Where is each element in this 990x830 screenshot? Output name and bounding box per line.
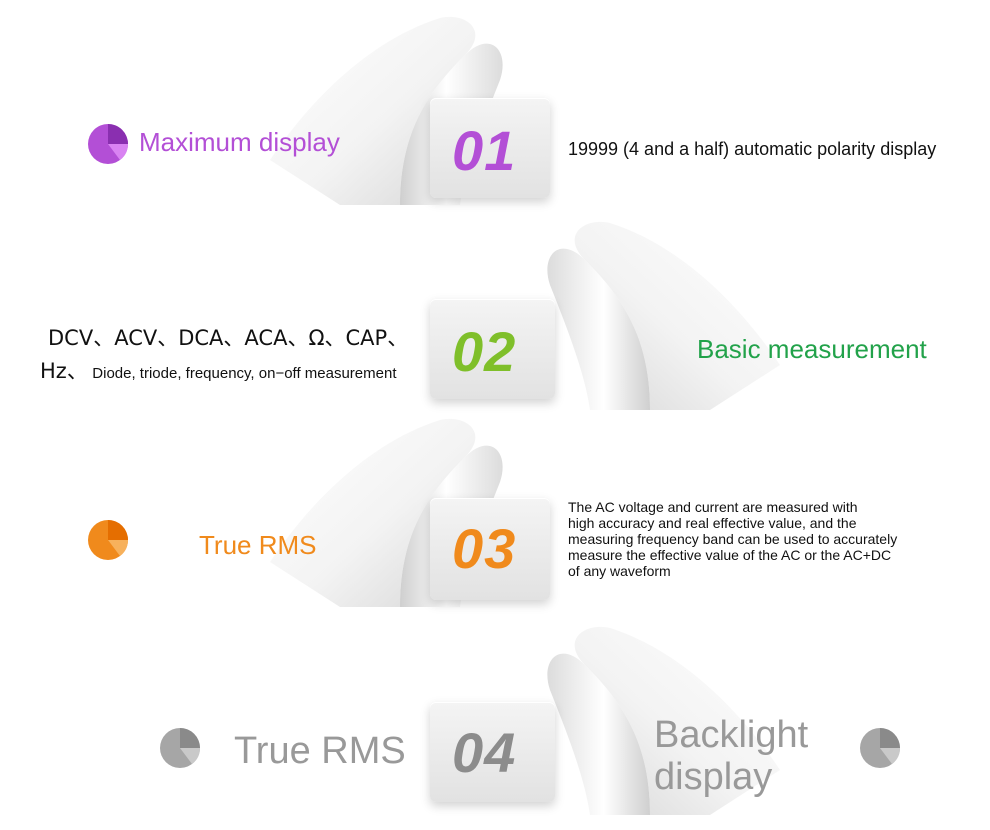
feature-description-3-line: The AC voltage and current are measured … bbox=[568, 499, 858, 515]
number-box-3 bbox=[430, 498, 550, 600]
feature-description-4-line1: Backlight bbox=[654, 714, 809, 756]
feature-row-1: 01 Maximum display 19999 (4 and a half) … bbox=[0, 10, 990, 210]
feature-description-3-line: of any waveform bbox=[568, 563, 671, 579]
number-04: 04 bbox=[452, 721, 517, 784]
feature-title-4: True RMS bbox=[234, 730, 406, 772]
curled-paper-2 bbox=[547, 221, 780, 410]
gray-pie-icon-right bbox=[860, 728, 900, 768]
feature-description-2-line2: Hz、 Diode, triode, frequency, on−off mea… bbox=[40, 355, 397, 385]
number-03: 03 bbox=[452, 517, 517, 580]
feature-description-2-line1: DCV、ACV、DCA、ACA、Ω、CAP、 bbox=[48, 326, 409, 350]
feature-title-3: True RMS bbox=[199, 530, 317, 560]
feature-title-2: Basic measurement bbox=[697, 334, 927, 364]
purple-pie-icon bbox=[88, 124, 128, 164]
number-01: 01 bbox=[452, 119, 517, 182]
feature-description-2-prefix: Hz、 bbox=[40, 359, 88, 383]
number-box-2 bbox=[430, 299, 555, 399]
feature-description-4-line2: display bbox=[654, 756, 773, 798]
feature-description-3-line: measure the effective value of the AC or… bbox=[568, 547, 892, 563]
feature-description-3: The AC voltage and current are measured … bbox=[568, 499, 978, 579]
number-02: 02 bbox=[452, 320, 517, 383]
feature-row-3: 03 True RMS The AC voltage and current a… bbox=[0, 412, 990, 612]
number-box-1 bbox=[430, 98, 550, 198]
feature-row-4: 04 True RMS Backlight display bbox=[0, 620, 990, 820]
orange-pie-icon bbox=[88, 520, 128, 560]
feature-description-3-line: measuring frequency band can be used to … bbox=[568, 531, 898, 547]
curled-paper-4 bbox=[547, 626, 780, 815]
gray-pie-icon-left bbox=[160, 728, 200, 768]
number-box-4 bbox=[430, 702, 555, 802]
feature-description-2-text: Diode, triode, frequency, on−off measure… bbox=[92, 365, 397, 382]
feature-description-1: 19999 (4 and a half) automatic polarity … bbox=[568, 139, 937, 159]
feature-row-2: 02 DCV、ACV、DCA、ACA、Ω、CAP、 Hz、 Diode, tri… bbox=[0, 215, 990, 415]
feature-title-1: Maximum display bbox=[139, 127, 340, 157]
feature-description-3-line: high accuracy and real effective value, … bbox=[568, 515, 857, 531]
